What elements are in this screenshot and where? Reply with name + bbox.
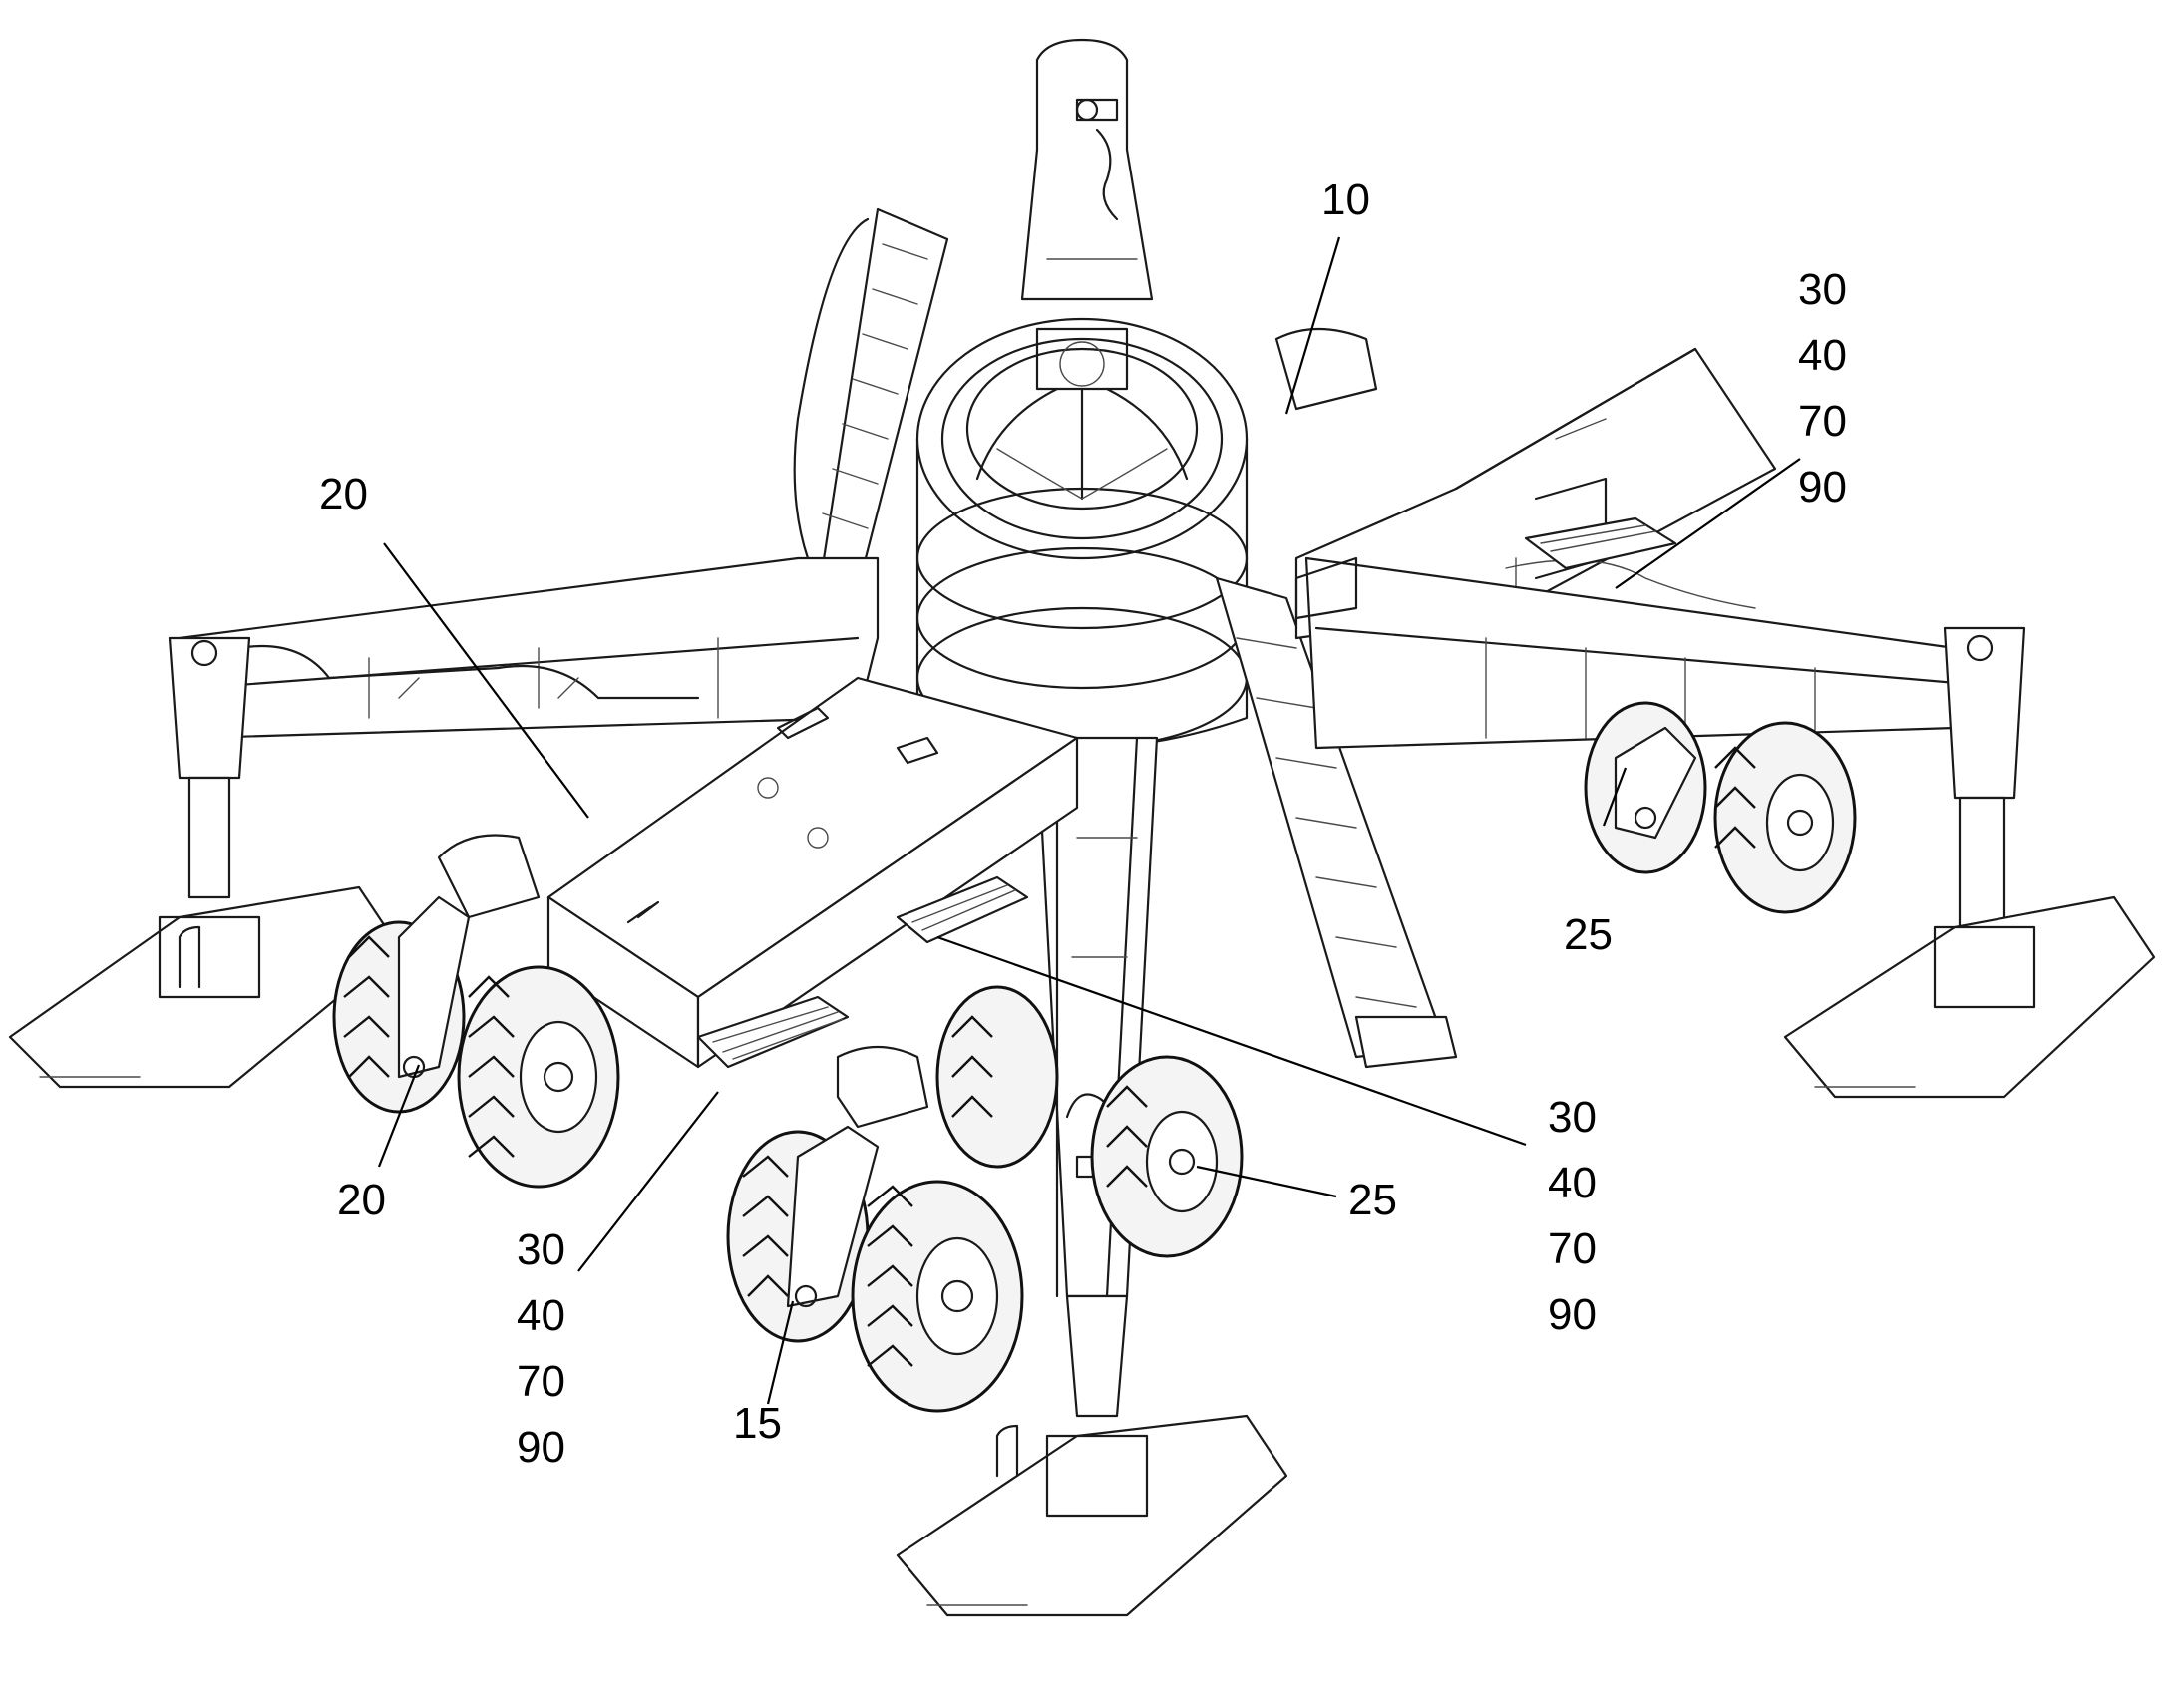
reference-numerals: 10 30 40 70 90 20 25 30 40 70 90 25 20 3…: [319, 175, 1847, 1472]
ref-30-lower-right: 30: [1548, 1093, 1597, 1142]
bogie-front-right: [935, 985, 1244, 1258]
arm-left: [178, 556, 880, 740]
ref-20-upper: 20: [319, 470, 368, 518]
ref-25-front: 25: [1348, 1176, 1397, 1224]
ref-70-upper-right: 70: [1798, 397, 1847, 446]
jack-front: [896, 1294, 1288, 1617]
top-mast: [1020, 38, 1154, 301]
ref-70-lower-right: 70: [1548, 1224, 1597, 1273]
bogie-front: [726, 1125, 1024, 1413]
ref-90-lower-right: 90: [1548, 1290, 1597, 1339]
jack-right: [1783, 626, 2156, 1099]
ref-40-lower-left: 40: [517, 1291, 565, 1340]
arm-right: [1294, 347, 2016, 750]
central-hub: [915, 317, 1249, 750]
motor-pods: [437, 327, 1677, 1129]
ref-30-upper-right: 30: [1798, 265, 1847, 314]
ref-30-lower-left: 30: [517, 1225, 565, 1274]
ref-10: 10: [1321, 175, 1370, 224]
ref-25-right: 25: [1564, 910, 1613, 959]
ladder-right: [1215, 576, 1458, 1069]
leader-lines: [377, 236, 1801, 1405]
ref-90-upper-right: 90: [1798, 463, 1847, 512]
ref-20-lower: 20: [337, 1176, 386, 1224]
bogie-left: [332, 895, 620, 1189]
bogie-right: [1584, 701, 1857, 914]
ref-15: 15: [733, 1399, 782, 1448]
ref-90-lower-left: 90: [517, 1423, 565, 1472]
main-beam: [546, 676, 1079, 1069]
ref-40-lower-right: 40: [1548, 1159, 1597, 1207]
ref-70-lower-left: 70: [517, 1357, 565, 1406]
ref-40-upper-right: 40: [1798, 331, 1847, 380]
jack-left: [8, 636, 401, 1089]
